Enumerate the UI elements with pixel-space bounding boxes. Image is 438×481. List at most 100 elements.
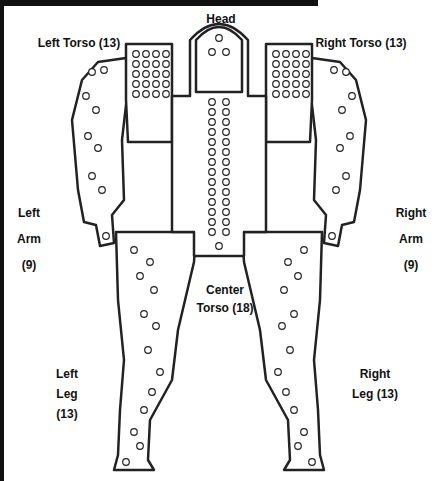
- armor-circle: [295, 273, 302, 280]
- armor-circle: [291, 311, 298, 318]
- armor-circle: [131, 429, 138, 436]
- armor-circle: [163, 81, 170, 88]
- armor-circle: [143, 81, 150, 88]
- armor-circle: [163, 71, 170, 78]
- left-leg: [114, 232, 196, 470]
- armor-circle: [209, 129, 216, 136]
- armor-circle: [163, 61, 170, 68]
- armor-circle: [209, 49, 216, 56]
- armor-circle: [209, 169, 216, 176]
- armor-circle: [273, 81, 280, 88]
- armor-circle: [343, 69, 350, 76]
- armor-circle: [223, 49, 230, 56]
- right-arm: [310, 58, 366, 246]
- right-torso: [266, 44, 312, 142]
- armor-circle: [223, 179, 230, 186]
- armor-circle: [141, 407, 148, 414]
- armor-circle: [209, 219, 216, 226]
- armor-circle: [303, 81, 310, 88]
- armor-circle: [291, 407, 298, 414]
- armor-circle: [143, 61, 150, 68]
- armor-circle: [281, 287, 288, 294]
- frame-bar: [0, 0, 318, 6]
- armor-circle: [301, 247, 308, 254]
- armor-circle: [141, 311, 148, 318]
- armor-circle: [283, 51, 290, 58]
- armor-circle: [153, 81, 160, 88]
- part-label: Right Arm (9): [392, 200, 430, 278]
- armor-circle: [133, 91, 140, 98]
- armor-circle: [223, 149, 230, 156]
- armor-circle: [143, 51, 150, 58]
- armor-circle: [93, 107, 100, 114]
- part-label: Left Arm (9): [10, 200, 48, 278]
- frame-bar: [0, 0, 4, 481]
- part-label: Right Torso (13): [296, 36, 426, 50]
- armor-circle: [223, 169, 230, 176]
- part-label: Left Torso (13): [14, 36, 144, 50]
- armor-circle: [153, 91, 160, 98]
- armor-circle: [89, 173, 96, 180]
- armor-circle: [303, 91, 310, 98]
- armor-circle: [283, 81, 290, 88]
- armor-circle: [273, 71, 280, 78]
- armor-circle: [153, 61, 160, 68]
- armor-circle: [273, 51, 280, 58]
- armor-circle: [209, 149, 216, 156]
- armor-circle: [283, 91, 290, 98]
- armor-circle: [209, 179, 216, 186]
- armor-circle: [223, 189, 230, 196]
- armor-circle: [293, 81, 300, 88]
- armor-circle: [331, 67, 338, 74]
- armor-circle: [143, 91, 150, 98]
- part-label: Center Torso (18): [196, 281, 254, 317]
- armor-circle: [99, 187, 106, 194]
- part-label: Head: [186, 12, 256, 26]
- armor-circle: [303, 71, 310, 78]
- armor-circle: [209, 209, 216, 216]
- armor-circle: [209, 109, 216, 116]
- armor-circle: [285, 259, 292, 266]
- armor-circle: [131, 247, 138, 254]
- armor-circle: [223, 139, 230, 146]
- armor-circle: [223, 229, 230, 236]
- armor-circle: [273, 61, 280, 68]
- armor-circle: [145, 347, 152, 354]
- armor-circle: [151, 287, 158, 294]
- armor-circle: [275, 369, 282, 376]
- armor-circle: [83, 93, 90, 100]
- armor-circle: [293, 51, 300, 58]
- part-label: Right Leg (13): [350, 364, 400, 404]
- armor-circle: [283, 61, 290, 68]
- armor-circle: [287, 347, 294, 354]
- armor-circle: [163, 51, 170, 58]
- armor-circle: [133, 61, 140, 68]
- armor-circle: [293, 61, 300, 68]
- armor-circle: [209, 229, 216, 236]
- left-arm: [72, 58, 128, 246]
- armor-circle: [329, 233, 336, 240]
- right-leg: [242, 232, 324, 470]
- armor-circle: [223, 219, 230, 226]
- armor-circle: [147, 259, 154, 266]
- armor-circle: [309, 459, 316, 466]
- armor-circle: [85, 133, 92, 140]
- armor-circle: [283, 389, 290, 396]
- head: [196, 27, 242, 92]
- armor-circle: [209, 159, 216, 166]
- armor-circle: [223, 109, 230, 116]
- armor-circle: [133, 51, 140, 58]
- armor-circle: [149, 389, 156, 396]
- armor-circle: [339, 107, 346, 114]
- armor-circle: [103, 233, 110, 240]
- left-torso: [126, 44, 172, 142]
- armor-circle: [216, 35, 223, 42]
- armor-circle: [153, 71, 160, 78]
- armor-circle: [283, 71, 290, 78]
- armor-circle: [303, 51, 310, 58]
- armor-circle: [293, 91, 300, 98]
- armor-circle: [143, 71, 150, 78]
- armor-circle: [209, 189, 216, 196]
- armor-circle: [153, 323, 160, 330]
